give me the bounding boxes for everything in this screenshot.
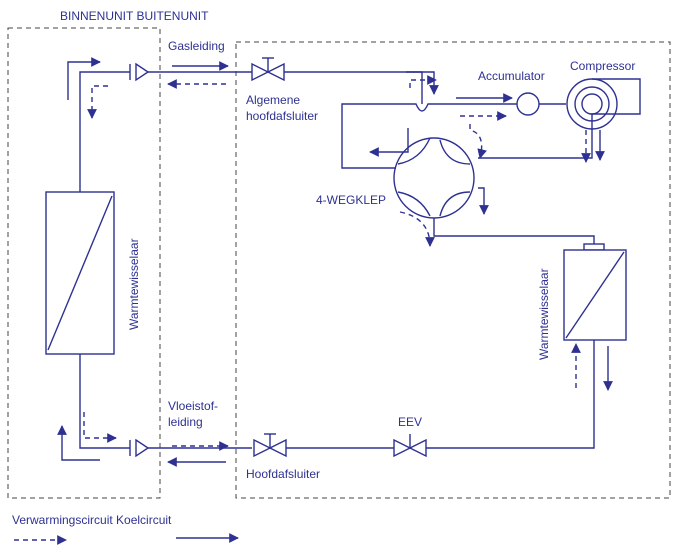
accumulator-label: Accumulator	[478, 69, 545, 83]
four-way-valve-label: 4-WEGKLEP	[316, 193, 386, 207]
four-way-to-outdoor-hx-pipe	[433, 218, 595, 248]
accumulator	[516, 92, 540, 116]
four-way-valve-channel-2	[439, 139, 471, 165]
arrow-4way-in-dashed	[409, 75, 437, 88]
main-gas-valve	[251, 57, 285, 82]
gas-flare-connection	[129, 62, 168, 82]
compressor-label: Compressor	[570, 59, 635, 73]
compressor-discharge-pipe	[478, 78, 641, 159]
arrow-loop-solid	[369, 128, 409, 157]
indoor-hx-diagonal	[47, 195, 113, 351]
indoor-liquid-pipe	[79, 354, 130, 449]
four-way-valve	[393, 137, 475, 219]
four-way-valve-channel-4	[397, 191, 431, 217]
liquid-flare-connection	[129, 438, 168, 458]
four-way-valve-channel-3	[439, 191, 471, 217]
legend-text: Verwarmingscircuit Koelcircuit	[12, 513, 172, 527]
main-liquid-valve	[253, 433, 287, 458]
arrow-4way-right-solid	[478, 187, 489, 215]
gas-pipe-to-4way	[284, 71, 423, 104]
gas-line-label: Gasleiding	[168, 39, 225, 53]
liquid-line-label-2: leiding	[168, 415, 203, 429]
outdoor-hx-connector	[583, 243, 605, 251]
eev-label: EEV	[398, 415, 422, 429]
units-header: BINNENUNIT BUITENUNIT	[60, 9, 209, 23]
electronic-expansion-valve	[393, 434, 427, 458]
arrow-4way-low-dashed	[399, 211, 435, 247]
four-way-valve-channel-1	[397, 137, 431, 165]
indoor-hx-label: Warmtewisselaar	[127, 238, 141, 330]
outdoor-unit-boundary	[235, 41, 671, 499]
main-valve-label-2: hoofdafsluiter	[246, 109, 318, 123]
outdoor-hx-diagonal	[565, 251, 625, 339]
arrow-loop-dashed	[469, 124, 487, 159]
arrow-indoor-gas-solid	[67, 57, 101, 100]
indoor-unit-boundary	[7, 27, 161, 499]
arrow-indoor-liquid-solid	[57, 425, 100, 461]
arrow-4way-in-solid	[406, 71, 439, 95]
arrow-indoor-gas-dashed	[87, 85, 108, 119]
main-valve-label-1: Algemene	[246, 93, 300, 107]
liquid-line-label-1: Vloeistof-	[168, 399, 218, 413]
liquid-valve-label: Hoofdafsluiter	[246, 467, 320, 481]
four-way-loop-pipe	[341, 103, 520, 169]
outdoor-hx-label: Warmtewisselaar	[537, 268, 551, 360]
arrow-indoor-liquid-dashed	[83, 412, 117, 443]
outdoor-liquid-pipe	[426, 340, 595, 449]
indoor-gas-pipe	[79, 71, 130, 192]
